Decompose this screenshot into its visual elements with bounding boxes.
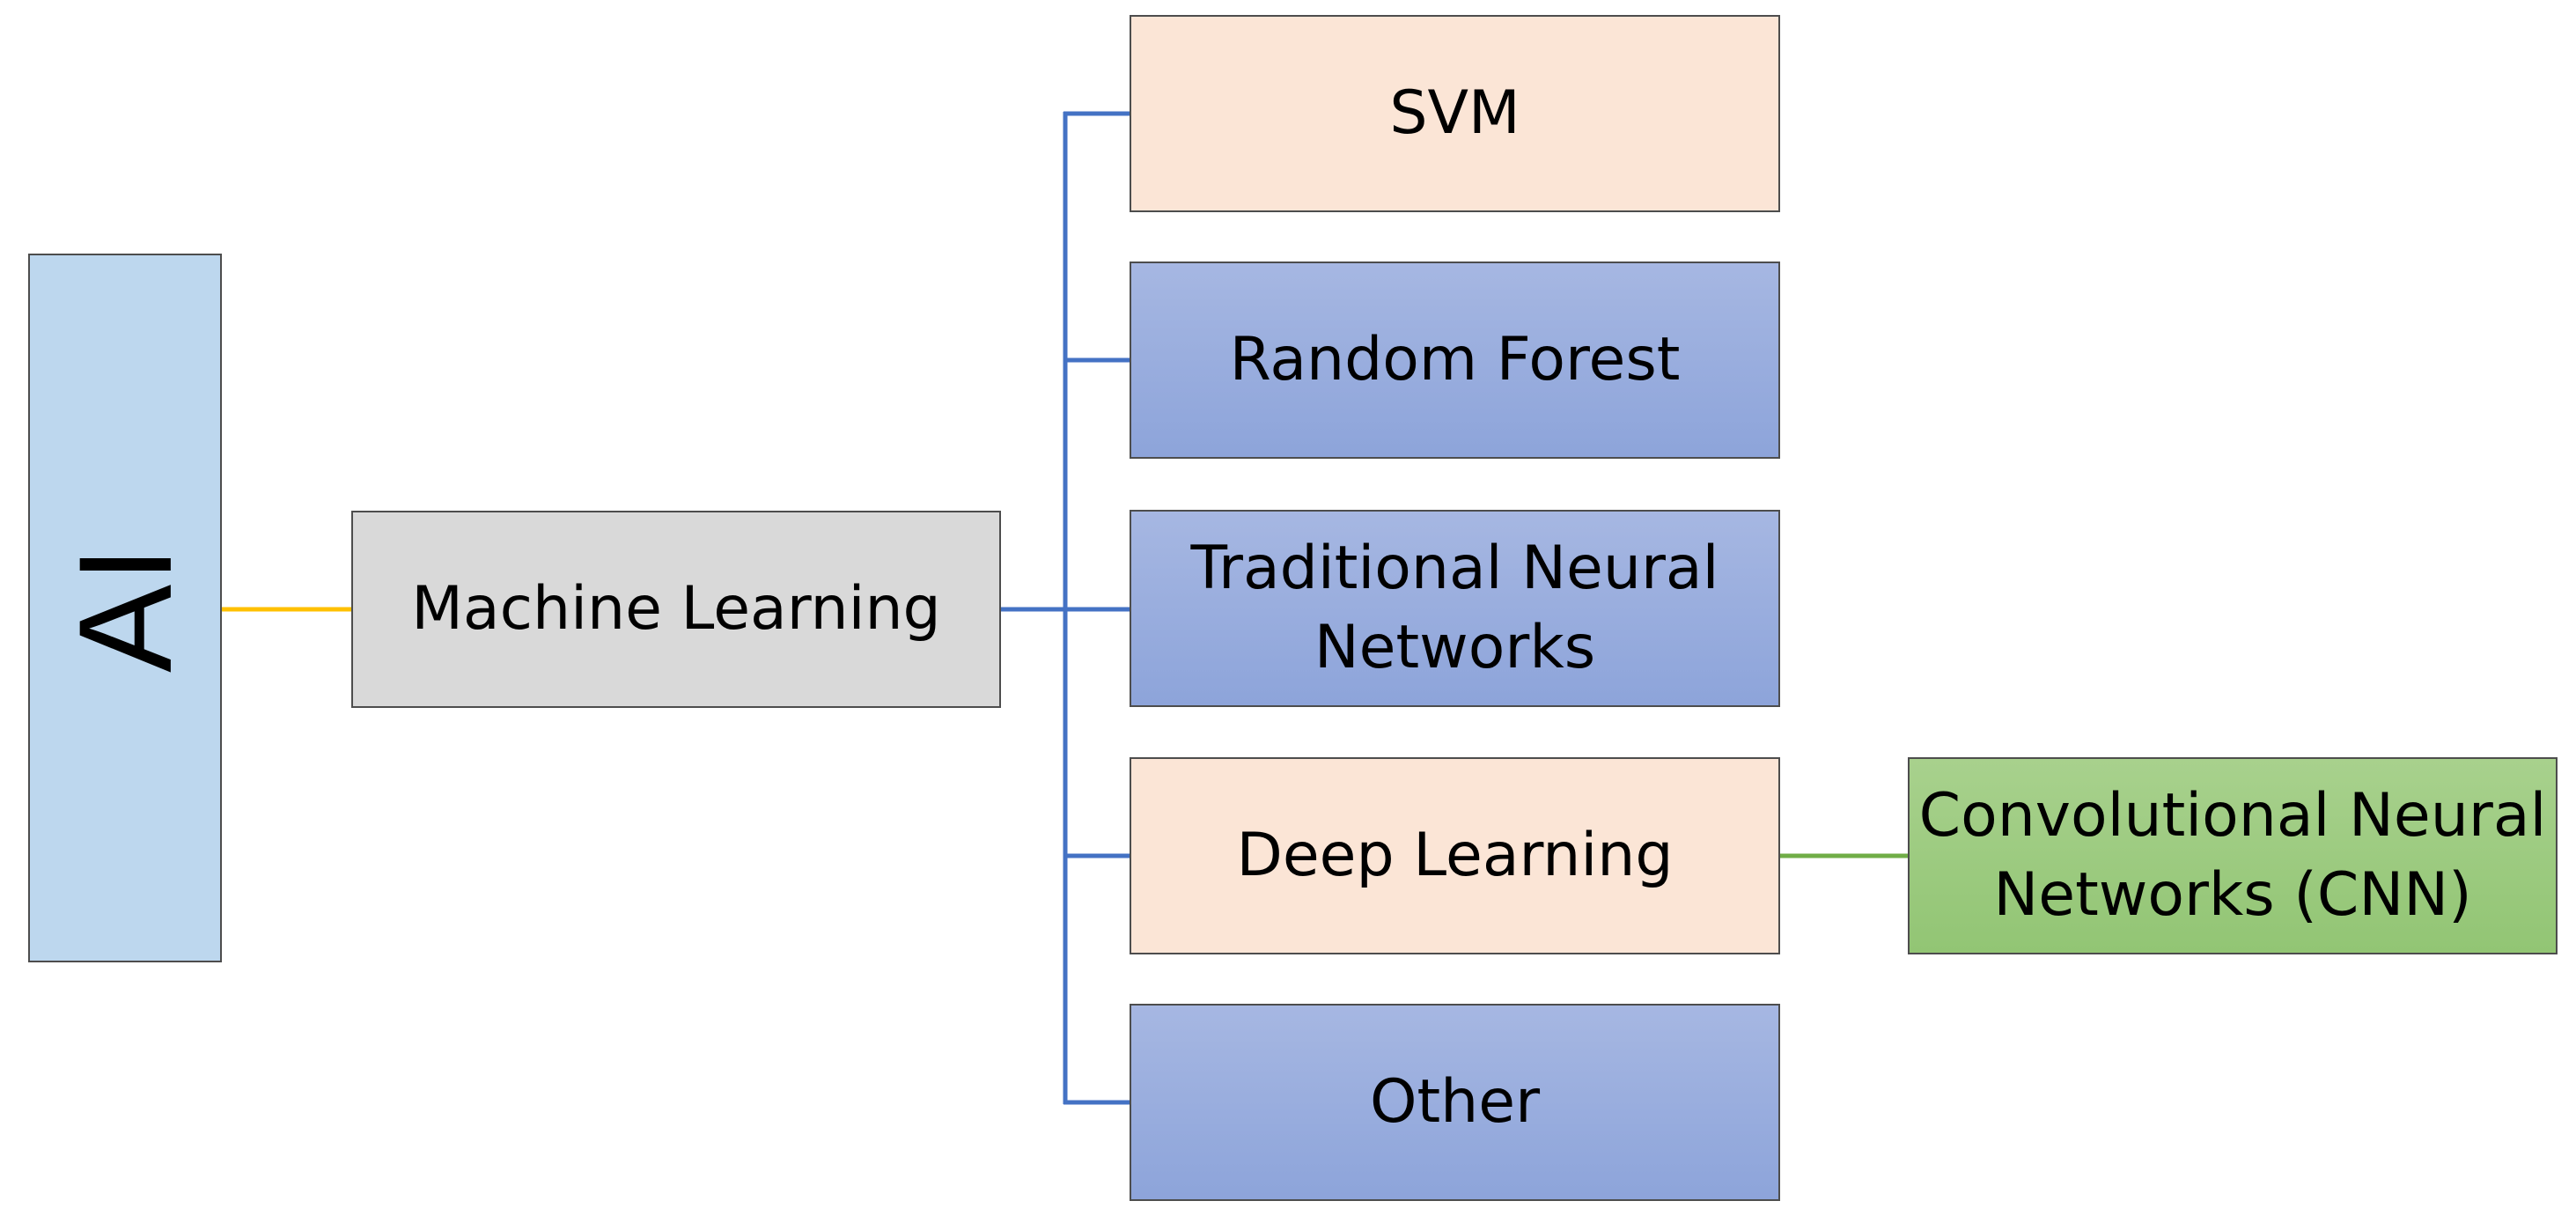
cnn-line1: Convolutional Neural (1918, 780, 2547, 851)
traditional-nn-line1: Traditional Neural (1190, 533, 1719, 603)
machine-learning-box: Machine Learning (351, 511, 1001, 708)
traditional-nn-line2: Networks (1314, 613, 1596, 682)
random-forest-label: Random Forest (1229, 324, 1681, 394)
deep-learning-box: Deep Learning (1130, 757, 1780, 954)
cnn-line2: Networks (CNN) (1993, 860, 2472, 930)
traditional-neural-networks-label: Traditional Neural Networks (1191, 529, 1719, 689)
other-box: Other (1130, 1004, 1780, 1201)
cnn-label: Convolutional Neural Networks (CNN) (1919, 777, 2547, 936)
svm-box: SVM (1130, 15, 1780, 212)
svm-label: SVM (1389, 77, 1520, 148)
traditional-neural-networks-box: Traditional Neural Networks (1130, 510, 1780, 707)
ai-label: AI (50, 543, 199, 673)
cnn-box: Convolutional Neural Networks (CNN) (1908, 757, 2558, 954)
other-label: Other (1369, 1066, 1541, 1137)
random-forest-box: Random Forest (1130, 262, 1780, 459)
ai-box: AI (28, 254, 222, 962)
machine-learning-label: Machine Learning (411, 573, 941, 644)
deep-learning-label: Deep Learning (1236, 820, 1674, 890)
